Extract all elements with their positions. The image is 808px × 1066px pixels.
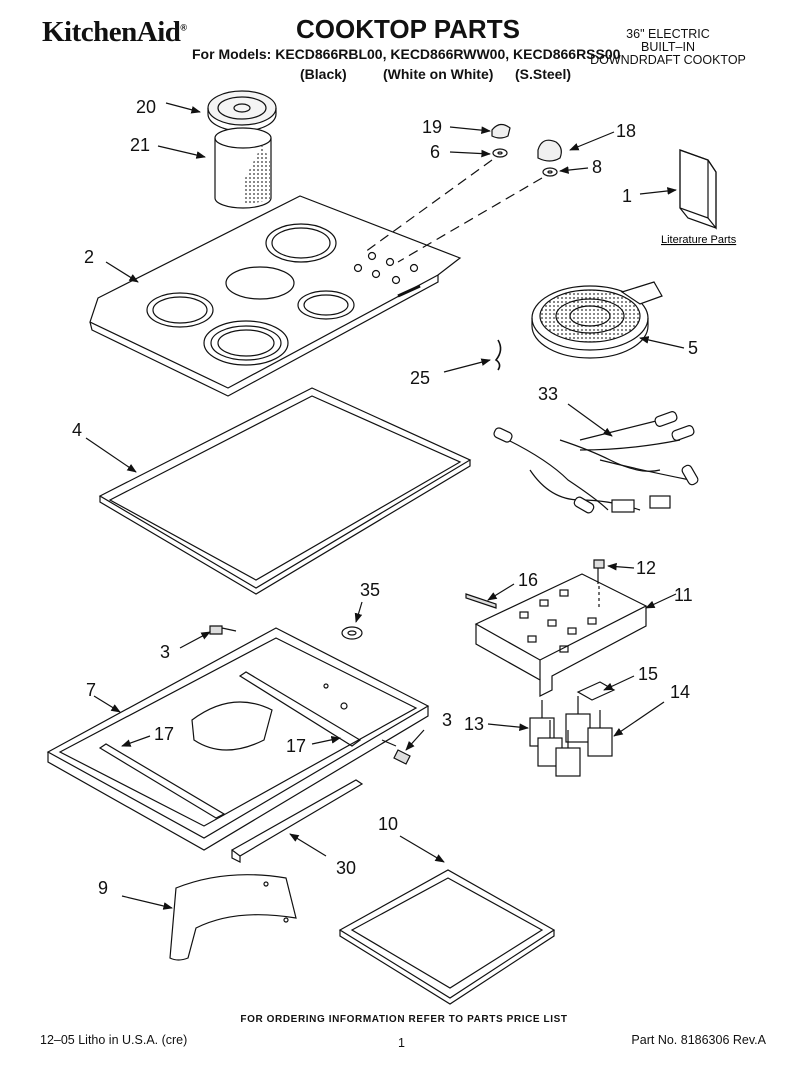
variant-steel: (S.Steel): [515, 66, 572, 82]
page-title: COOKTOP PARTS: [296, 14, 520, 44]
control-knob-large: [537, 139, 562, 177]
brand-name: KitchenAid: [42, 16, 181, 48]
callout-label: 14: [670, 682, 690, 702]
literature-parts-label: Literature Parts: [661, 234, 737, 246]
spec-line: BUILT–IN: [641, 40, 695, 54]
switch-plate: [576, 681, 616, 701]
callout-label: 19: [422, 117, 442, 137]
callout-numbers: 20 21 19 6 18 8 1 2 5 25 33 4 12 16 11 3…: [72, 97, 737, 898]
variant-white: (White on White): [383, 66, 494, 82]
base-pan: [46, 627, 430, 851]
control-knob: [491, 123, 511, 158]
callout-label: 20: [136, 97, 156, 117]
brand-registered-mark: ®: [180, 22, 187, 33]
callout-label: 2: [84, 247, 94, 267]
element-clip: [494, 339, 502, 371]
part-number: Part No. 8186306 Rev.A: [631, 1033, 766, 1047]
callout-label: 6: [430, 142, 440, 162]
callout-label: 25: [410, 368, 430, 388]
litho-note: 12–05 Litho in U.S.A. (cre): [40, 1033, 188, 1047]
callout-label: 10: [378, 814, 398, 834]
mount-screw: [381, 739, 411, 765]
radiant-element: [531, 281, 663, 359]
callout-label: 1: [622, 186, 632, 206]
ordering-info: FOR ORDERING INFORMATION REFER TO PARTS …: [240, 1014, 568, 1025]
callout-label: 11: [674, 585, 693, 605]
callout-label: 15: [638, 664, 658, 684]
page-number: 1: [398, 1036, 405, 1050]
literature-parts: [679, 149, 717, 230]
mount-screw: [209, 625, 237, 635]
callout-label: 4: [72, 420, 82, 440]
channel: [230, 779, 364, 863]
callout-label: 12: [636, 558, 656, 578]
grommet: [341, 626, 363, 640]
callout-label: 17: [154, 724, 174, 744]
leader-lines: [85, 102, 685, 910]
callout-label: 21: [130, 135, 150, 155]
insulator-strip: [465, 593, 497, 609]
duct-band: [169, 874, 297, 961]
bracket-screw: [593, 559, 605, 610]
wire-harness: [493, 411, 699, 514]
appliance-spec: 36" ELECTRIC BUILT–IN DOWNDRDAFT COOKTOP: [568, 28, 768, 67]
brand-logo: KitchenAid®: [42, 16, 187, 49]
callout-label: 9: [98, 878, 108, 898]
drip-tray: [338, 869, 556, 1005]
cooktop-gasket: [98, 387, 472, 595]
callout-label: 8: [592, 157, 602, 177]
callout-label: 5: [688, 338, 698, 358]
models-line: For Models: KECD866RBL00, KECD866RWW00, …: [192, 46, 621, 62]
callout-label: 33: [538, 384, 558, 404]
cooktop-glass: [89, 195, 462, 397]
infinite-switches: [529, 696, 613, 777]
callout-label: 3: [160, 642, 170, 662]
callout-label: 13: [464, 714, 484, 734]
callout-label: 30: [336, 858, 356, 878]
vent-grate: [207, 90, 277, 132]
callout-label: 18: [616, 121, 636, 141]
callout-label: 35: [360, 580, 380, 600]
vent-filter: [214, 127, 272, 209]
spec-line: 36" ELECTRIC: [626, 27, 710, 41]
callout-label: 3: [442, 710, 452, 730]
callout-label: 17: [286, 736, 306, 756]
spec-line: DOWNDRDAFT COOKTOP: [590, 53, 746, 67]
variant-black: (Black): [300, 66, 347, 82]
callout-label: 7: [86, 680, 96, 700]
callout-label: 16: [518, 570, 538, 590]
